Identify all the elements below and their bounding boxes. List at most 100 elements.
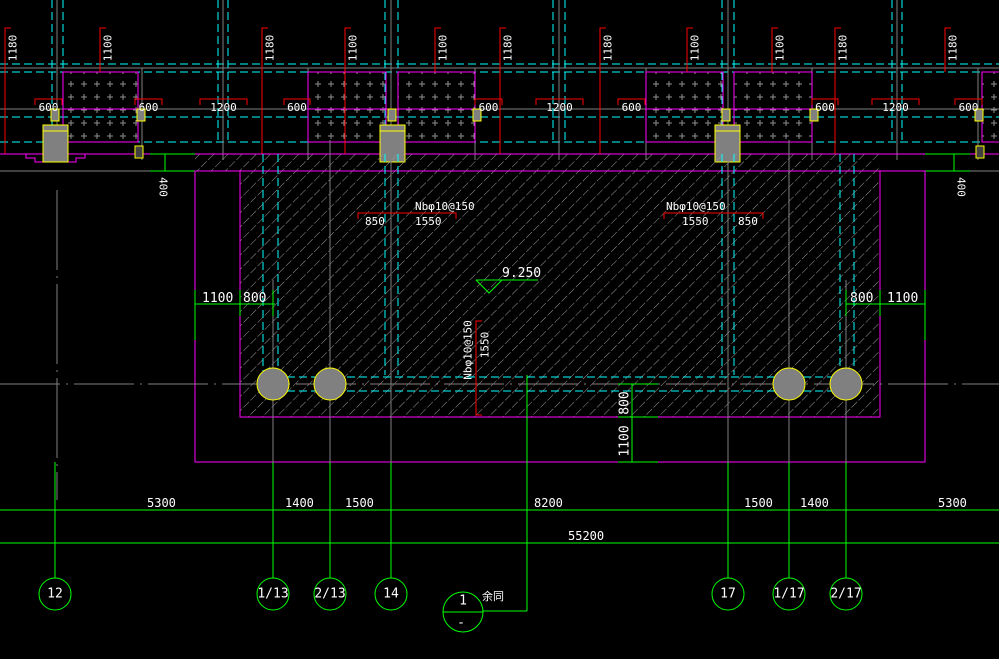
offset-label-right: 400 <box>955 177 968 197</box>
dim-bracket <box>811 98 839 105</box>
axis-bubble[interactable]: 1/17 <box>772 462 806 611</box>
dim-bracket <box>34 98 63 105</box>
offset-dimension-slab-right: 800 1100 <box>845 290 926 340</box>
rebar-dim-left-1: 850 <box>365 215 385 228</box>
axis-circle <box>711 577 745 611</box>
offset-dimension-left: 400 <box>150 153 195 197</box>
dim-bracket <box>871 98 920 105</box>
rebar-mark <box>499 27 506 154</box>
piles <box>256 367 863 401</box>
axis-label: 2/13 <box>314 587 345 602</box>
axis-label: 14 <box>383 587 399 602</box>
top-horizontal-dim-label: 600 <box>287 101 307 114</box>
rebar-mark <box>99 27 106 72</box>
axis-bubble[interactable]: 1/13 <box>256 462 290 611</box>
top-vertical-dim-label: 1180 <box>602 35 615 62</box>
rebar-mark <box>599 27 606 154</box>
top-horizontal-dim-label: 600 <box>815 101 835 114</box>
axis-circle <box>374 577 408 611</box>
top-vertical-dim-label: 1180 <box>947 35 960 62</box>
chain-seg-2: 1400 <box>285 496 314 510</box>
axis-bubble[interactable]: 14 <box>374 462 408 611</box>
offset-dimension-slab-bottom: 800 1100 <box>618 383 658 463</box>
rebar-mark <box>434 27 441 72</box>
rebar-callout-right: Nbφ10@150 1550 850 <box>663 200 764 228</box>
top-horizontal-dim-label: 1200 <box>546 101 573 114</box>
rebar-mark <box>834 27 841 154</box>
dim-bracket <box>199 98 248 105</box>
chain-seg-5: 1500 <box>744 496 773 510</box>
top-horizontal-dim-label: 600 <box>959 101 979 114</box>
top-vertical-dim-label: 1100 <box>689 35 702 62</box>
top-vertical-dim-label: 1180 <box>264 35 277 62</box>
top-vertical-dim-label: 1180 <box>502 35 515 62</box>
slab <box>0 140 999 500</box>
elevation-marker: 9.250 <box>475 266 541 294</box>
top-vertical-dim-label: 1100 <box>102 35 115 62</box>
slab-bottom-dim-1: 800 <box>618 391 633 414</box>
top-horizontal-dim-label: 1200 <box>210 101 237 114</box>
offset-label-left: 400 <box>157 177 170 197</box>
axis-label: 2/17 <box>830 587 861 602</box>
axis-label: 12 <box>47 587 63 602</box>
rebar-mark <box>771 27 778 72</box>
top-vertical-dim-label: 1180 <box>7 35 20 62</box>
dim-bracket <box>535 98 584 105</box>
rebar-dim-vertical: 1550 <box>479 332 492 359</box>
rebar-mark <box>944 27 951 72</box>
rebar-label-right: Nbφ10@150 <box>666 200 726 213</box>
chain-seg-3: 1500 <box>345 496 374 510</box>
chain-seg-4: 8200 <box>534 496 563 510</box>
section-sheet: - <box>457 616 465 631</box>
offset-dimension-right: 400 <box>925 153 970 197</box>
axis-bubble[interactable]: 17 <box>711 462 745 611</box>
section-note: 余同 <box>482 589 504 603</box>
axis-circle <box>772 577 806 611</box>
rebar-dim-right-1: 1550 <box>682 215 709 228</box>
slab-bottom-dim-2: 1100 <box>618 425 633 456</box>
top-horizontal-dim-label: 600 <box>39 101 59 114</box>
dim-bracket <box>134 98 163 105</box>
top-horizontal-dim-label: 600 <box>139 101 159 114</box>
rebar-mark <box>4 27 11 154</box>
axis-label: 1/13 <box>257 587 288 602</box>
top-horizontal-dim-label: 1200 <box>882 101 909 114</box>
axis-bubbles: 12 1/13 2/13 14 17 1/17 2/17 <box>38 462 863 611</box>
axis-circle <box>829 577 863 611</box>
axis-circle <box>38 577 72 611</box>
section-marker[interactable]: 1 - 余同 <box>442 375 528 633</box>
rebar-mark <box>686 27 693 72</box>
dim-bracket <box>474 98 503 105</box>
top-horizontal-dim-label: 600 <box>479 101 499 114</box>
chain-seg-1: 5300 <box>147 496 176 510</box>
axis-bubble[interactable]: 2/17 <box>829 462 863 611</box>
dimension-chain: 5300 1400 1500 8200 1500 1400 5300 55200 <box>0 496 999 544</box>
rebar-dim-left-2: 1550 <box>415 215 442 228</box>
dim-bracket <box>283 98 311 105</box>
rebar-label-left: Nbφ10@150 <box>415 200 475 213</box>
top-vertical-dim-label: 1100 <box>347 35 360 62</box>
axis-label: 17 <box>720 587 736 602</box>
opening-panels <box>62 71 999 143</box>
offset-dimension-slab-left: 1100 800 <box>194 290 275 340</box>
axis-label: 1/17 <box>773 587 804 602</box>
rebar-callout-vertical: Nbφ10@150 1550 <box>462 320 492 416</box>
top-vertical-dim-label: 1100 <box>437 35 450 62</box>
axis-bubble[interactable]: 2/13 <box>313 462 347 611</box>
top-vertical-dim-label: 1180 <box>837 35 850 62</box>
dim-bracket <box>617 98 646 105</box>
axis-circle <box>313 577 347 611</box>
rebar-callout-left: Nbφ10@150 850 1550 <box>357 200 475 228</box>
dim-bracket <box>954 98 983 105</box>
axis-circle <box>256 577 290 611</box>
rebar-dim-right-2: 850 <box>738 215 758 228</box>
slab-left-dim-2: 800 <box>243 291 266 306</box>
chain-total: 55200 <box>568 529 604 543</box>
rebar-label-vertical: Nbφ10@150 <box>462 320 475 380</box>
elevation-value: 9.250 <box>502 266 541 281</box>
rebar-mark <box>261 27 268 154</box>
axis-bubble[interactable]: 12 <box>38 462 72 611</box>
